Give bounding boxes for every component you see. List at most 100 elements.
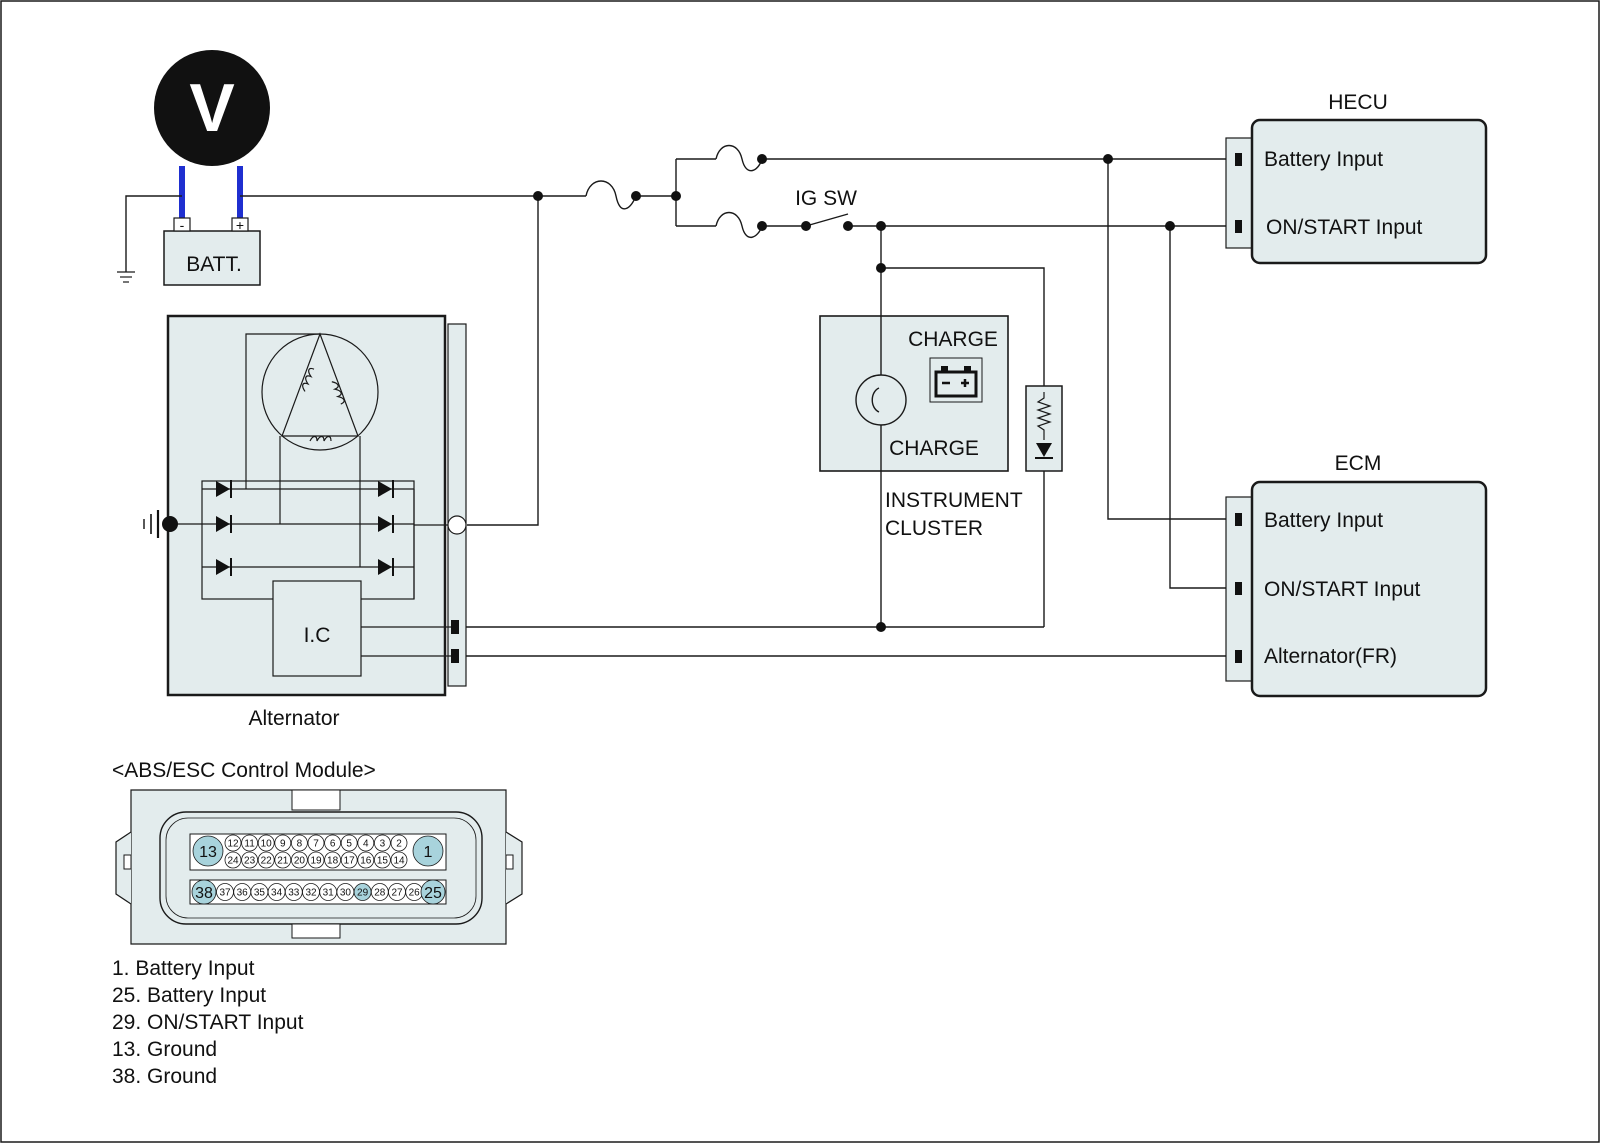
alternator-b-terminal <box>447 515 467 535</box>
connector-pin-number: 17 <box>344 856 356 867</box>
charge-top-label: CHARGE <box>908 328 998 351</box>
connector-pin: 2 <box>390 834 408 852</box>
connector-pin: 35 <box>250 883 269 901</box>
connector-pin-number: 18 <box>327 856 339 867</box>
upper-fuse-icon <box>715 144 763 172</box>
hecu-title: HECU <box>1328 91 1388 114</box>
ig-switch-contact-icon <box>805 213 849 227</box>
connector-pin-number: 3 <box>380 839 386 850</box>
connector-pin: 21 <box>274 851 292 869</box>
connector-pin-number: 9 <box>280 839 286 850</box>
alternator-output-wire <box>467 196 539 526</box>
pin-list-item: 25. Battery Input <box>112 984 266 1007</box>
connector-pin: 9 <box>274 834 292 852</box>
connector-pin-number: 31 <box>323 888 335 899</box>
connector-pin-number: 38 <box>195 885 213 902</box>
connector-pin: 14 <box>390 851 408 869</box>
battery-minus-sign: - <box>180 217 185 233</box>
connector-pin-number: 34 <box>271 888 283 899</box>
connector-pin-number: 1 <box>424 844 433 861</box>
connector-pin: 16 <box>357 851 375 869</box>
battery-positive-terminal <box>231 217 249 232</box>
connector-pin: 29 <box>353 883 372 901</box>
voltmeter-symbol: V <box>189 70 234 146</box>
connector-title: <ABS/ESC Control Module> <box>112 759 376 782</box>
connector-pin: 30 <box>336 883 355 901</box>
connector-pin: 5 <box>340 834 358 852</box>
connector-pin-number: 6 <box>330 839 336 850</box>
connector-pin: 13 <box>192 835 224 867</box>
connector-pin-number: 36 <box>237 888 249 899</box>
connector-pin: 22 <box>257 851 275 869</box>
battery-negative-terminal <box>173 217 191 232</box>
connector-pin-number: 37 <box>219 888 231 899</box>
connector-pin: 4 <box>357 834 375 852</box>
alternator-fr-terminal <box>451 649 459 663</box>
cluster-name-line1: INSTRUMENT <box>885 489 1023 512</box>
pin-list-item: 38. Ground <box>112 1065 217 1088</box>
connector-pin-number: 2 <box>396 839 402 850</box>
connector-pin: 38 <box>191 879 217 905</box>
connector-pin: 25 <box>420 879 446 905</box>
connector-pin: 34 <box>267 883 286 901</box>
connector-pin: 6 <box>324 834 342 852</box>
cluster-name-line2: CLUSTER <box>885 517 983 540</box>
connector-pin: 23 <box>241 851 259 869</box>
connector-pin-number: 35 <box>254 888 266 899</box>
ecm-battery-wire <box>1107 159 1240 520</box>
connector-pin-number: 24 <box>227 856 239 867</box>
instrument-cluster: CHARGE CHARGE <box>819 315 1009 472</box>
charge-lamp-icon <box>855 374 907 426</box>
connector-pin-number: 27 <box>391 888 403 899</box>
alternator-l-terminal <box>451 620 459 634</box>
hecu-battery-input-label: Battery Input <box>1264 148 1383 171</box>
pin-list-item: 1. Battery Input <box>112 957 255 980</box>
connector-pin-number: 12 <box>227 839 239 850</box>
connector-pin-number: 11 <box>244 839 255 850</box>
connector-pin-number: 14 <box>393 856 405 867</box>
connector-pin-number: 22 <box>261 856 273 867</box>
charge-bottom-label: CHARGE <box>889 437 979 460</box>
connector-pin-number: 16 <box>360 856 372 867</box>
voltmeter: V <box>154 50 270 166</box>
hecu-module: HECU Battery Input ON/START Input <box>1225 91 1488 265</box>
connector-pin-number: 7 <box>313 839 319 850</box>
connector-pin-number: 4 <box>363 839 369 850</box>
connector-pin-number: 28 <box>374 888 386 899</box>
connector-pin: 12 <box>224 834 242 852</box>
ecm-module: ECM Battery Input ON/START Input Alterna… <box>1225 452 1488 698</box>
connector-pin-number: 20 <box>294 856 306 867</box>
lower-fuse-icon <box>715 211 763 238</box>
connector-pin-number: 13 <box>199 844 217 861</box>
connector-pin: 15 <box>373 851 391 869</box>
connector-pin: 24 <box>224 851 242 869</box>
connector-pin: 36 <box>233 883 252 901</box>
connector-pin: 27 <box>388 883 406 901</box>
connector-pin-number: 21 <box>277 856 289 867</box>
ecm-on-start-input-label: ON/START Input <box>1264 578 1421 601</box>
connector-pin-number: 19 <box>310 856 322 867</box>
connector-pin: 1 <box>412 835 444 867</box>
connector-pin-number: 5 <box>346 839 352 850</box>
battery-ground-icon <box>117 195 182 283</box>
connector-pin: 18 <box>324 851 342 869</box>
connector-pin: 8 <box>290 834 308 852</box>
connector-pin: 32 <box>302 883 320 901</box>
hecu-on-start-input-label: ON/START Input <box>1266 216 1423 239</box>
battery: - + BATT. <box>163 217 261 286</box>
connector-pin-number: 30 <box>340 888 352 899</box>
ecm-ignition-wire <box>1169 226 1240 589</box>
connector-pin: 37 <box>216 883 234 901</box>
battery-plus-sign: + <box>236 217 244 233</box>
connector-pin: 3 <box>373 834 391 852</box>
connector-pin: 20 <box>290 851 308 869</box>
ecm-alternator-fr-label: Alternator(FR) <box>1264 645 1397 668</box>
connector-pin: 17 <box>340 851 358 869</box>
ig-switch-label: IG SW <box>795 187 857 210</box>
connector-pin-number: 10 <box>261 839 273 850</box>
rectifier-diodes-icon <box>216 480 394 576</box>
